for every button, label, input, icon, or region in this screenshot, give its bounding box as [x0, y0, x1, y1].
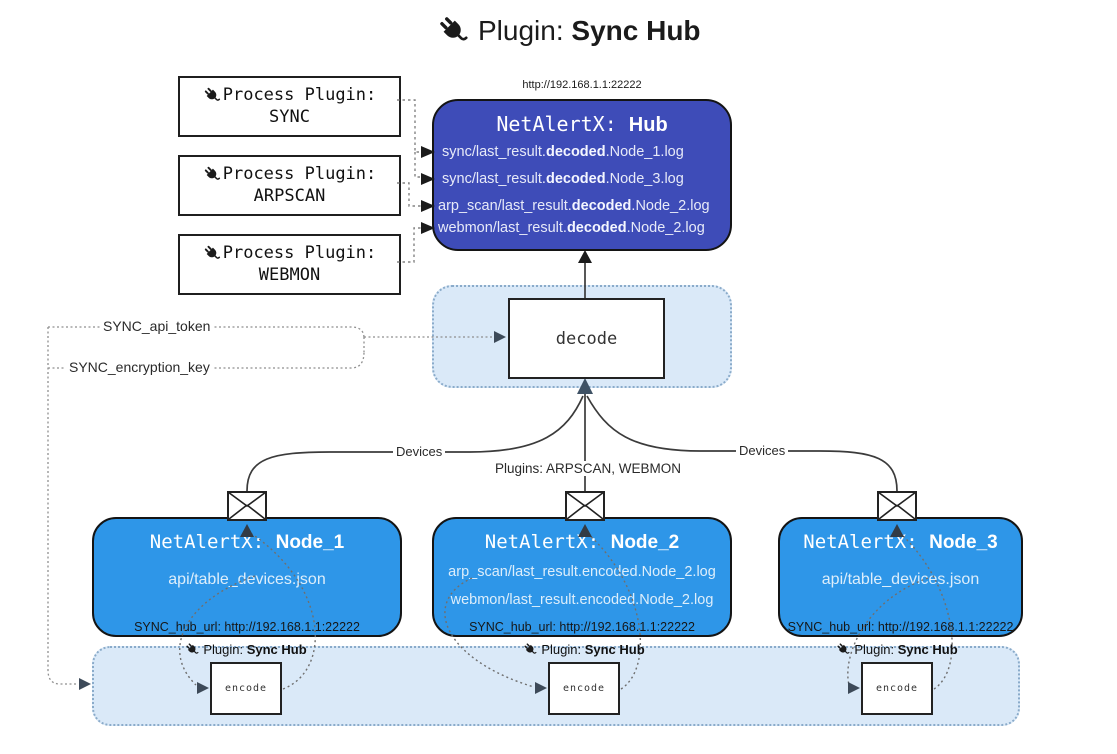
envelope-icon: [565, 491, 605, 521]
envelope-icon: [877, 491, 917, 521]
hub-log-line: sync/last_result.decoded.Node_3.log: [442, 171, 684, 187]
process-plugin-arpscan-box: Process Plugin: ARPSCAN: [178, 155, 401, 216]
process-plugin-label: Process Plugin:: [222, 243, 377, 264]
process-plugin-label: Process Plugin:: [222, 164, 377, 185]
plug-icon: [185, 642, 201, 657]
sync-api-token-label: SYNC_api_token: [100, 318, 214, 334]
title-prefix: Plugin:: [478, 15, 572, 46]
envelope-icon: [227, 491, 267, 521]
plug-icon: [202, 165, 222, 185]
hub-title: NetAlertX: Hub: [496, 112, 668, 136]
process-plugin-name: SYNC: [269, 107, 310, 128]
devices-edge-label-left: Devices: [393, 444, 446, 459]
hub-log-line: arp_scan/last_result.decoded.Node_2.log: [438, 198, 710, 214]
node-to-decode-connectors: [246, 392, 898, 492]
sync-plugin-label: Plugin: Sync Hub: [817, 642, 977, 657]
decode-box: decode: [508, 298, 665, 379]
node-hub-url: SYNC_hub_url: http://192.168.1.1:22222: [469, 620, 695, 634]
hub-log-line: webmon/last_result.decoded.Node_2.log: [438, 220, 705, 236]
process-plugin-sync-box: Process Plugin: SYNC: [178, 76, 401, 137]
devices-edge-label-right: Devices: [736, 443, 789, 458]
node-file: api/table_devices.json: [821, 571, 980, 588]
title-bold: Sync Hub: [571, 15, 701, 46]
node-title: NetAlertX: Node_3: [803, 531, 998, 553]
node-hub-url: SYNC_hub_url: http://192.168.1.1:22222: [787, 620, 1014, 634]
node-file: api/table_devices.json: [168, 571, 326, 588]
plug-icon: [202, 244, 222, 264]
node-2-box: NetAlertX: Node_2 arp_scan/last_result.e…: [432, 517, 732, 637]
node-hub-url: SYNC_hub_url: http://192.168.1.1:22222: [134, 620, 360, 634]
sync-encryption-key-label: SYNC_encryption_key: [66, 359, 213, 375]
encode-box: encode: [861, 662, 933, 715]
node-file: webmon/last_result.encoded.Node_2.log: [450, 592, 714, 608]
encode-box: encode: [548, 662, 620, 715]
plug-icon: [523, 642, 539, 657]
hub-box: NetAlertX: Hub sync/last_result.decoded.…: [432, 99, 732, 251]
node-3-box: NetAlertX: Node_3 api/table_devices.json…: [778, 517, 1023, 637]
node-1-box: NetAlertX: Node_1 api/table_devices.json…: [92, 517, 402, 637]
process-plugin-name: ARPSCAN: [253, 186, 326, 207]
panel-input-arrowhead: [79, 678, 91, 690]
node-title: NetAlertX: Node_1: [149, 531, 345, 553]
process-plugin-webmon-box: Process Plugin: WEBMON: [178, 234, 401, 295]
hub-log-line: sync/last_result.decoded.Node_1.log: [442, 144, 684, 160]
plug-icon: [437, 14, 471, 48]
node-file: arp_scan/last_result.encoded.Node_2.log: [448, 564, 716, 580]
process-plugin-label: Process Plugin:: [222, 85, 377, 106]
node-title: NetAlertX: Node_2: [484, 531, 680, 553]
hub-url: http://192.168.1.1:22222: [522, 79, 642, 91]
page-title: Plugin: Sync Hub: [437, 14, 701, 48]
sync-plugin-label: Plugin: Sync Hub: [504, 642, 664, 657]
sync-plugin-label: Plugin: Sync Hub: [166, 642, 326, 657]
plug-icon: [836, 642, 852, 657]
plug-icon: [202, 86, 222, 106]
encode-box: encode: [210, 662, 282, 715]
process-plugin-name: WEBMON: [258, 265, 321, 286]
plugins-edge-label-center: Plugins: ARPSCAN, WEBMON: [492, 461, 685, 476]
